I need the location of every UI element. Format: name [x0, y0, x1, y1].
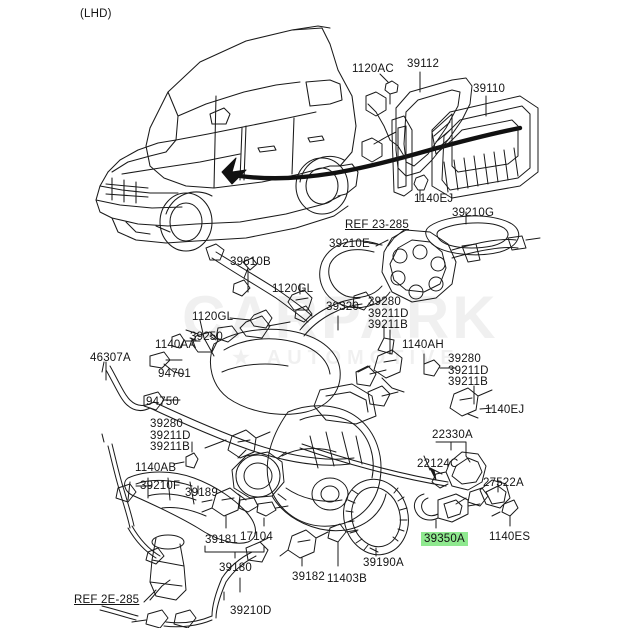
- vehicle-callout-arrow: [221, 125, 523, 185]
- part-label-lhd: (LHD): [80, 8, 112, 20]
- connector-clusters: [227, 349, 493, 459]
- sensor-39320: [185, 315, 339, 357]
- cam-sensor-group: [299, 441, 519, 529]
- ref-2e-285-leader: [143, 579, 171, 603]
- part-label-39210E: 39210E: [329, 238, 370, 250]
- part-label-39210F: 39210F: [140, 480, 181, 492]
- part-label-stack-right-1: 39211D: [448, 364, 489, 377]
- part-label-46307A: 46307A: [90, 352, 131, 364]
- part-label-22330A: 22330A: [432, 429, 473, 441]
- part-label-17104: 17104: [240, 531, 273, 543]
- part-label-1120GL-b: 1120GL: [192, 311, 234, 323]
- sensor-39182: [279, 523, 359, 567]
- part-label-94750: 94750: [146, 396, 179, 408]
- part-label-stack-left-1: 39211D: [150, 429, 191, 442]
- part-label-39112: 39112: [407, 58, 440, 70]
- part-label-1140AA: 1140AA: [155, 339, 197, 351]
- knock-sensor-group: [197, 485, 289, 559]
- part-label-stack-right-0: 39280: [448, 353, 481, 365]
- part-label-1140AH: 1140AH: [402, 339, 444, 351]
- part-label-39210D: 39210D: [230, 605, 272, 617]
- part-label-39110: 39110: [473, 83, 506, 95]
- exhaust-manifold: [101, 433, 256, 601]
- part-label-39182: 39182: [292, 571, 325, 583]
- stack-leaders: [204, 329, 475, 449]
- o2-sensor-39210d: [99, 537, 269, 628]
- tone-wheel-39190a: [343, 478, 409, 557]
- part-label-39610B: 39610B: [230, 256, 271, 268]
- part-label-stack-left-2: 39211B: [150, 441, 190, 453]
- part-label-39250: 39250: [190, 331, 223, 343]
- fuel-rail-assembly: [319, 229, 541, 308]
- part-label-stack-mid-1: 39211D: [368, 307, 409, 320]
- part-label-stack-left-0: 39280: [150, 418, 183, 430]
- part-label-39210G: 39210G: [452, 207, 495, 219]
- part-label-22124C: 22124C: [417, 458, 459, 470]
- engine-assembly: [210, 291, 399, 532]
- part-label-1140EJ-b: 1140EJ: [485, 404, 525, 416]
- part-label-1120GL-a: 1120GL: [272, 283, 314, 295]
- part-label-94701: 94701: [158, 368, 191, 380]
- part-label-11403B: 11403B: [327, 573, 367, 585]
- harness-left: [101, 333, 355, 466]
- part-label-27522A: 27522A: [483, 477, 524, 489]
- ecu-assembly: [361, 71, 539, 256]
- part-label-1140AB: 1140AB: [135, 462, 177, 474]
- harness-39610b: [205, 243, 313, 323]
- part-label-39180: 39180: [219, 562, 252, 574]
- part-label-39350A[interactable]: 39350A: [421, 532, 468, 546]
- part-label-REF23: REF 23-285: [345, 219, 410, 231]
- part-label-39190A: 39190A: [363, 557, 404, 569]
- part-label-stack-mid-0: 39280: [368, 296, 401, 308]
- part-label-stack-right-2: 39211B: [448, 376, 488, 388]
- part-label-39320: 39320: [326, 301, 359, 313]
- part-label-stack-mid-2: 39211B: [368, 319, 408, 331]
- part-label-1140EJ-a: 1140EJ: [414, 193, 454, 205]
- part-label-39181: 39181: [205, 534, 238, 546]
- part-label-1140ES: 1140ES: [489, 531, 531, 543]
- part-label-REF2E: REF 2E-285: [74, 594, 140, 606]
- part-label-1120AC: 1120AC: [352, 63, 394, 75]
- vehicle-illustration: [95, 25, 359, 252]
- part-label-39189: 39189: [185, 487, 218, 499]
